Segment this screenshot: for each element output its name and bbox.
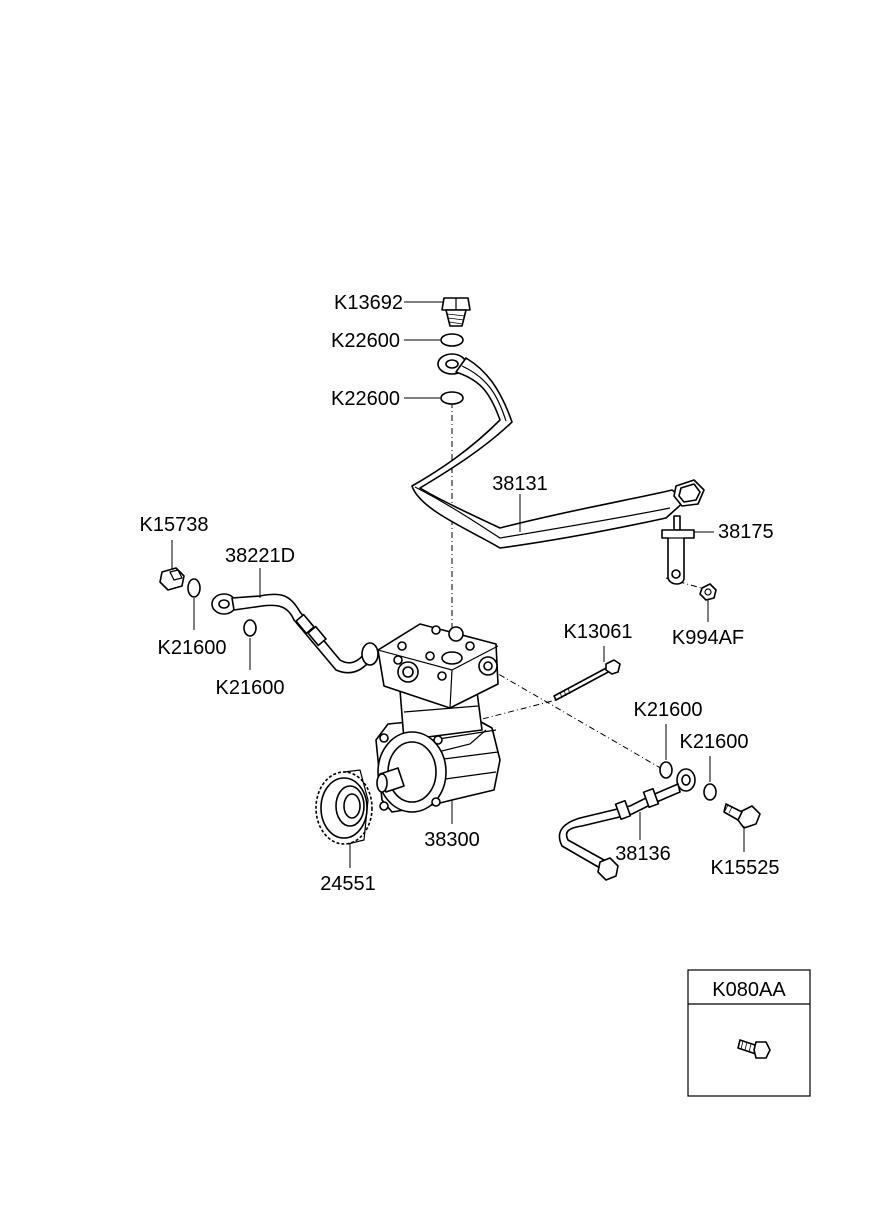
label-k15525-text: K15525 — [711, 857, 780, 879]
label-k15738[interactable]: K15738 — [140, 514, 209, 536]
label-38131[interactable]: 38131 — [492, 473, 548, 495]
leader-lines — [171, 301, 745, 868]
label-k994af[interactable]: K994AF — [672, 627, 744, 649]
label-24551[interactable]: 24551 — [320, 873, 376, 895]
label-38175-text: 38175 — [718, 521, 774, 543]
inset-box-k080aa[interactable]: K080AA — [687, 969, 811, 1097]
oil-line-38221d[interactable] — [211, 593, 379, 674]
gear-24551[interactable] — [315, 769, 373, 845]
label-38221d-text: 38221D — [225, 545, 295, 567]
hose-38136[interactable] — [558, 768, 696, 881]
label-k13061-text: K13061 — [564, 621, 633, 643]
label-k22600-mid-text: K22600 — [331, 388, 400, 410]
banjo-bolt-k13692[interactable] — [441, 297, 471, 327]
label-24551-text: 24551 — [320, 873, 376, 895]
label-k22600-top-text: K22600 — [331, 330, 400, 352]
label-k15738-text: K15738 — [140, 514, 209, 536]
label-k13692-text: K13692 — [334, 292, 403, 314]
discharge-pipe-38131[interactable] — [411, 353, 705, 549]
label-k21600-b-text: K21600 — [216, 677, 285, 699]
bolt-k15738[interactable] — [159, 567, 185, 591]
label-38136-text: 38136 — [615, 843, 671, 865]
label-k22600-top[interactable]: K22600 — [331, 330, 400, 352]
seal-washer-mid[interactable] — [440, 391, 464, 405]
label-k21600-c[interactable]: K21600 — [634, 699, 703, 721]
label-k21600-c-text: K21600 — [634, 699, 703, 721]
label-38131-text: 38131 — [492, 473, 548, 495]
label-k21600-d[interactable]: K21600 — [680, 731, 749, 753]
bolt-icon — [737, 1039, 771, 1059]
washer-k21600-d[interactable] — [703, 783, 717, 801]
label-k22600-mid[interactable]: K22600 — [331, 388, 400, 410]
label-k21600-a-text: K21600 — [158, 637, 227, 659]
label-38175[interactable]: 38175 — [718, 521, 774, 543]
label-k21600-b[interactable]: K21600 — [216, 677, 285, 699]
inset-title: K080AA — [712, 979, 786, 1001]
label-38300[interactable]: 38300 — [424, 829, 480, 851]
washer-k21600-a[interactable] — [187, 578, 201, 598]
washer-k21600-c[interactable] — [659, 761, 673, 779]
seal-washer-top[interactable] — [440, 333, 464, 347]
label-k13692[interactable]: K13692 — [334, 292, 403, 314]
label-k15525[interactable]: K15525 — [711, 857, 780, 879]
label-38300-text: 38300 — [424, 829, 480, 851]
label-k21600-a[interactable]: K21600 — [158, 637, 227, 659]
washer-k21600-b[interactable] — [243, 619, 257, 637]
label-38136[interactable]: 38136 — [615, 843, 671, 865]
bracket-38175[interactable] — [661, 515, 695, 585]
air-compressor-38300[interactable] — [375, 623, 501, 813]
label-k994af-text: K994AF — [672, 627, 744, 649]
label-k13061[interactable]: K13061 — [564, 621, 633, 643]
nut-k994af[interactable] — [699, 583, 717, 601]
stud-k13061[interactable] — [553, 659, 621, 701]
label-38221d[interactable]: 38221D — [225, 545, 295, 567]
label-k21600-d-text: K21600 — [680, 731, 749, 753]
bolt-k15525[interactable] — [723, 803, 761, 829]
